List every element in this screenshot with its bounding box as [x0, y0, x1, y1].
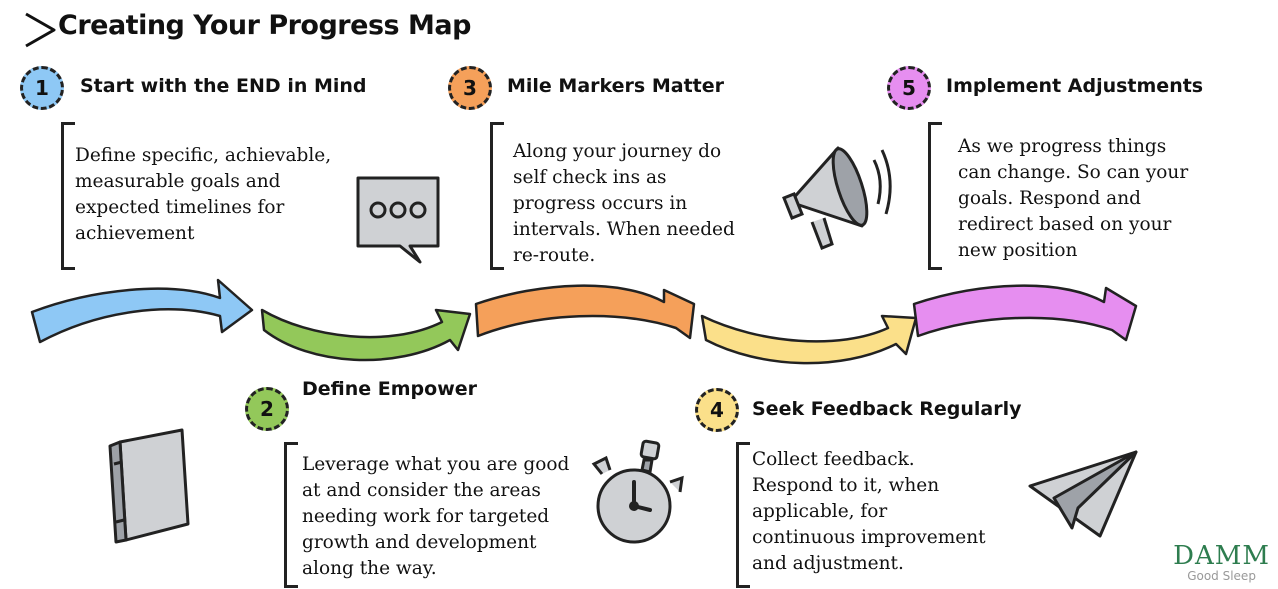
- step-2-number: 2: [245, 387, 289, 431]
- book-icon: [108, 428, 190, 544]
- step-4-title: Seek Feedback Regularly: [752, 398, 1022, 420]
- step-5-bracket: [928, 122, 942, 270]
- progress-arrows: [30, 278, 1138, 365]
- title-chevron-icon: [25, 12, 56, 48]
- step-2-bracket: [284, 442, 298, 588]
- speech-bubble-icon: [356, 176, 440, 264]
- arrow-3: [474, 284, 696, 340]
- step-4-bracket: [736, 442, 750, 588]
- step-2-title: Define Empower: [302, 378, 478, 400]
- step-4-text: Collect feedback. Respond to it, when ap…: [752, 449, 986, 574]
- step-5-text: As we progress things can change. So can…: [958, 136, 1189, 261]
- step-5-title: Implement Adjustments: [946, 75, 1204, 97]
- arrow-1: [30, 278, 254, 344]
- arrow-5: [912, 284, 1138, 342]
- arrow-2: [260, 308, 472, 362]
- step-3-bracket: [490, 122, 504, 270]
- logo-main-text: DAMM: [1173, 541, 1270, 571]
- step-3-number: 3: [448, 66, 492, 110]
- step-5-number: 5: [887, 66, 931, 110]
- step-1-number: 1: [20, 66, 64, 110]
- logo-sub-text: Good Sleep: [1187, 569, 1256, 583]
- megaphone-icon: [782, 146, 892, 250]
- stopwatch-icon: [591, 439, 684, 544]
- step-3-text: Along your journey do self check ins as …: [513, 141, 735, 266]
- step-4-number: 4: [695, 388, 739, 432]
- step-1-text: Define specific, achievable, measurable …: [75, 145, 332, 244]
- step-2-text: Leverage what you are good at and consid…: [302, 454, 570, 579]
- paper-plane-icon: [1028, 450, 1138, 538]
- arrow-4: [700, 314, 918, 365]
- step-1-bracket: [61, 122, 75, 270]
- brand-logo: DAMM Good Sleep: [1173, 543, 1270, 583]
- step-1-title: Start with the END in Mind: [80, 75, 367, 97]
- page-title: Creating Your Progress Map: [58, 10, 471, 41]
- step-3-title: Mile Markers Matter: [507, 75, 724, 97]
